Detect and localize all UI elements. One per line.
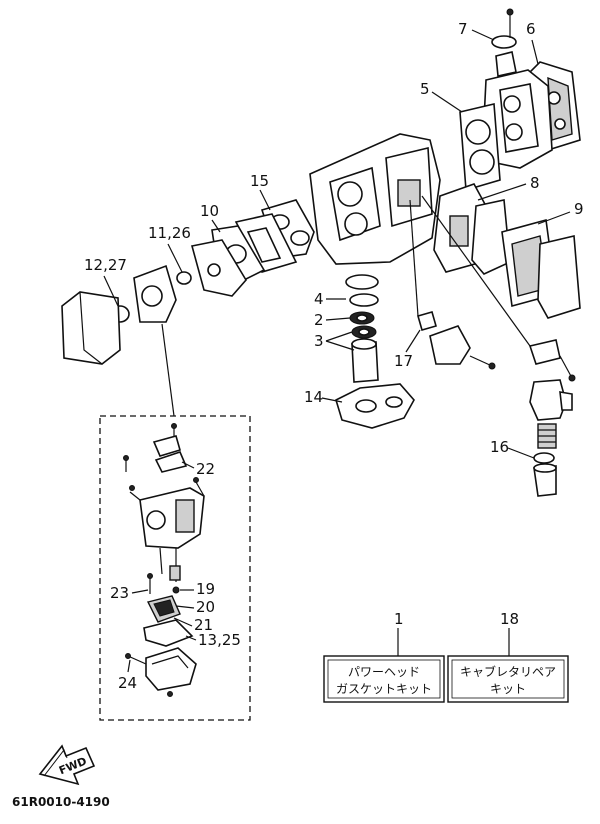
gasket-part-14 [335, 383, 415, 429]
float-chamber-gasket-part-13-25 [143, 619, 194, 647]
float-part-20-21 [146, 595, 181, 623]
intake-silencer-part [61, 291, 121, 365]
callout-5: 5 [420, 80, 463, 113]
callout-11-26: 11,26 [148, 224, 191, 273]
oil-seal-part-2 [349, 311, 375, 325]
washer-part-4b [349, 293, 379, 307]
callout-10: 10 [200, 202, 221, 233]
svg-text:17: 17 [394, 352, 413, 370]
svg-text:14: 14 [304, 388, 323, 406]
svg-text:12,27: 12,27 [84, 256, 127, 274]
svg-text:2: 2 [314, 311, 324, 329]
crankcase-block-part [309, 133, 441, 265]
exhaust-cover-gasket-part-8 [433, 183, 511, 275]
callout-4: 4 [314, 290, 346, 308]
svg-text:1: 1 [394, 610, 404, 628]
oil-seal-part-3 [351, 325, 377, 339]
washer-part-4 [345, 274, 379, 290]
svg-text:11,26: 11,26 [148, 224, 191, 242]
bracket-part-17 [409, 199, 437, 331]
callout-22: 22 [181, 460, 215, 478]
needle-part-19 [172, 586, 180, 594]
kit-1-line-1: パワーヘッド [348, 665, 420, 679]
kit-box-18: キャブレタリペア キット [447, 655, 569, 703]
fwd-arrow-icon: FWD [38, 744, 96, 786]
svg-text:7: 7 [458, 20, 468, 38]
svg-text:8: 8 [530, 174, 540, 192]
jet-screw-part [159, 547, 181, 582]
callout-1: 1 [394, 610, 404, 656]
svg-text:24: 24 [118, 674, 137, 692]
svg-text:16: 16 [490, 438, 509, 456]
kit-1-line-2: ガスケットキット [336, 682, 432, 696]
callout-13-25: 13,25 [185, 631, 241, 649]
callout-15: 15 [250, 172, 271, 211]
head-gasket-part-5 [459, 103, 501, 192]
svg-text:4: 4 [314, 290, 324, 308]
float-chamber-part [125, 647, 197, 697]
callout-23: 23 [110, 584, 149, 602]
drawing-code: 61R0010-4190 [12, 795, 110, 809]
callout-2: 2 [314, 311, 351, 329]
svg-text:13,25: 13,25 [198, 631, 241, 649]
carburetor-body-part [129, 477, 205, 549]
svg-text:6: 6 [526, 20, 536, 38]
kit-18-line-2: キット [490, 682, 526, 696]
exhaust-cover-part-9 [501, 218, 581, 319]
svg-text:9: 9 [574, 200, 584, 218]
intake-manifold-part [191, 239, 247, 297]
callout-21: 21 [173, 616, 213, 634]
kit-box-1: パワーヘッド ガスケットキット [323, 655, 445, 703]
callout-6: 6 [526, 20, 539, 65]
svg-text:10: 10 [200, 202, 219, 220]
thermostat-cover-part-7 [491, 8, 517, 77]
callout-19: 19 [180, 580, 215, 598]
svg-text:22: 22 [196, 460, 215, 478]
filter-cup-part [533, 463, 557, 497]
svg-text:20: 20 [196, 598, 215, 616]
svg-text:18: 18 [500, 610, 519, 628]
housing-part [351, 338, 379, 383]
callout-3: 3 [314, 331, 355, 351]
callout-20: 20 [175, 598, 215, 616]
carburetor-leader-line [161, 323, 175, 417]
silencer-adapter-part [133, 264, 177, 323]
o-ring-part-11-26 [176, 271, 192, 285]
callout-16: 16 [490, 438, 535, 459]
callout-14: 14 [304, 388, 343, 406]
svg-text:5: 5 [420, 80, 430, 98]
fuel-joint-part [429, 325, 496, 370]
fuel-pump-bracket-part [421, 195, 576, 382]
spring-part [537, 423, 557, 449]
callout-12-27: 12,27 [84, 256, 127, 307]
screw-part-23 [147, 573, 153, 594]
svg-text:21: 21 [194, 616, 213, 634]
callout-7: 7 [458, 20, 495, 41]
svg-text:15: 15 [250, 172, 269, 190]
callout-18: 18 [500, 610, 519, 656]
fuel-pump-part [529, 379, 573, 421]
intake-spacer-part [234, 213, 298, 273]
svg-text:19: 19 [196, 580, 215, 598]
svg-text:23: 23 [110, 584, 129, 602]
carburetor-group-box [99, 415, 251, 721]
kit-18-line-1: キャブレタリペア [460, 664, 556, 679]
callout-17: 17 [394, 329, 421, 370]
callout-24: 24 [118, 659, 137, 692]
callout-8: 8 [477, 174, 540, 201]
seal-ring-part-16 [533, 452, 555, 464]
callout-9: 9 [537, 200, 584, 225]
carburetor-top-cover-part-22 [123, 423, 188, 473]
svg-text:3: 3 [314, 332, 324, 350]
